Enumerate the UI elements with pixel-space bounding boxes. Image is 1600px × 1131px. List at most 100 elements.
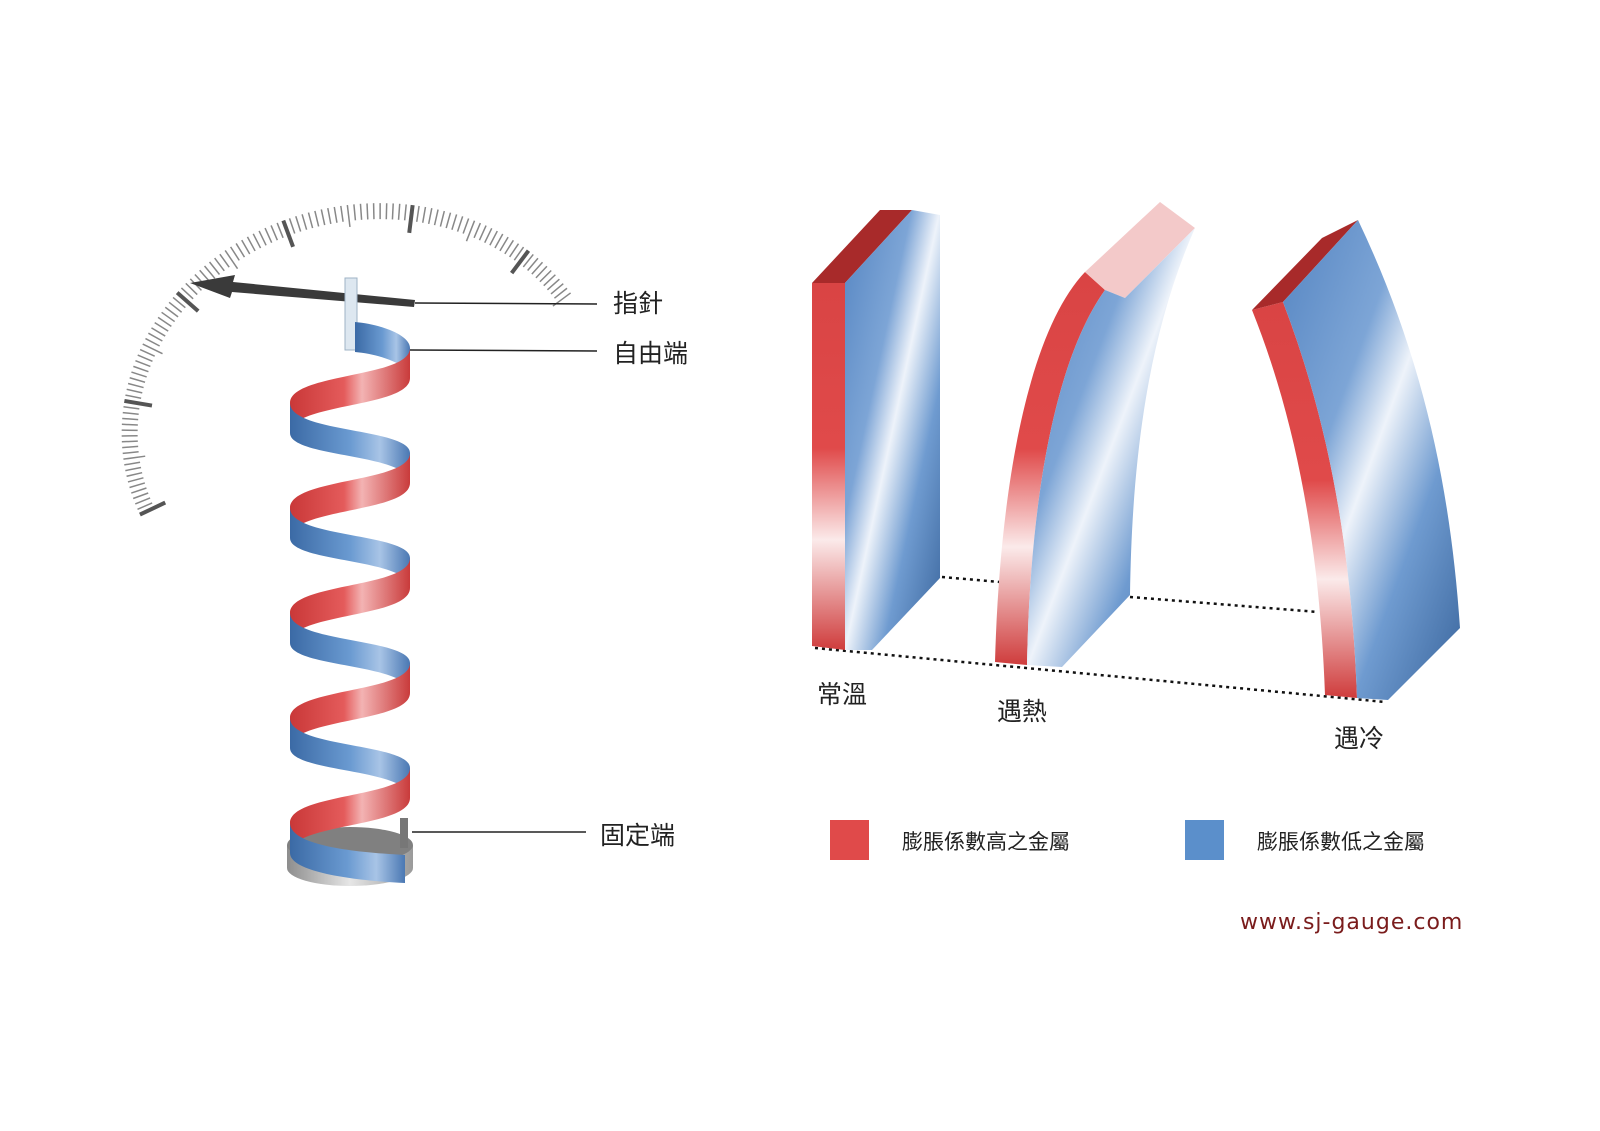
- leader-lines: [409, 302, 598, 833]
- gauge-tick: [129, 482, 146, 489]
- gauge-tick: [489, 230, 498, 246]
- gauge-tick: [151, 327, 166, 337]
- cooled-label: 遇冷: [1334, 724, 1385, 753]
- coil-band-low: [290, 403, 410, 483]
- gauge-tick: [276, 222, 284, 239]
- gauge-tick: [139, 500, 167, 517]
- gauge-tick: [397, 203, 401, 220]
- gauge-tick: [465, 220, 476, 242]
- gauge-tick: [134, 497, 151, 505]
- gauge-tick: [126, 471, 143, 478]
- gauge-tick: [473, 222, 482, 239]
- gauge-tick: [270, 225, 279, 241]
- coil-band-low: [290, 718, 410, 798]
- gauge-tick: [359, 203, 363, 220]
- gauge-tick: [295, 216, 302, 232]
- gauge-tick: [320, 209, 326, 226]
- gauge-tick: [546, 278, 560, 291]
- strip-cooled: [1252, 220, 1460, 700]
- gauge-tick: [522, 253, 534, 268]
- gauge-tick: [327, 207, 332, 224]
- gauge-tick: [333, 206, 338, 223]
- gauge-tick: [508, 243, 520, 258]
- gauge-tick: [127, 382, 144, 389]
- legend-label-low: 膨脹係數低之金屬: [1257, 830, 1425, 854]
- gauge-tick: [224, 250, 239, 270]
- coil-band-low: [290, 508, 410, 588]
- gauge-tick: [531, 261, 544, 275]
- gauge-tick: [456, 216, 464, 232]
- gauge-tick: [203, 265, 216, 279]
- gauge-tick: [185, 282, 198, 296]
- gauge-tick: [421, 206, 427, 223]
- gauge-tick: [451, 214, 458, 230]
- gauge-tick: [129, 377, 146, 383]
- gauge-tick: [407, 204, 415, 234]
- gauge-tick: [142, 343, 163, 355]
- gauge-tick: [139, 348, 156, 357]
- strip-normal: [812, 210, 940, 650]
- gauge-tick: [252, 233, 262, 249]
- legend-swatch-low: [1185, 820, 1224, 860]
- gauge-tick: [214, 257, 225, 272]
- gauge-tick: [391, 203, 394, 220]
- gauge-tick: [513, 246, 525, 261]
- gauge-tick: [133, 365, 149, 373]
- gauge-tick: [161, 311, 176, 323]
- gauge-tick: [288, 218, 296, 234]
- gauge-tick: [539, 269, 552, 283]
- gauge-tick: [126, 388, 143, 394]
- gauge-tick: [168, 301, 183, 313]
- coil-band-high: [290, 348, 410, 433]
- baseline-dotted: [814, 575, 1386, 704]
- gauge-tick: [478, 225, 487, 241]
- gauge-tick: [124, 398, 153, 408]
- coil-band-low: [290, 823, 405, 883]
- coil-band-high: [290, 558, 410, 643]
- gauge-tick: [172, 296, 186, 309]
- gauge-tick: [353, 204, 357, 221]
- bimetal-coil: [290, 322, 410, 883]
- gauge-tick: [346, 204, 351, 228]
- gauge-tick: [484, 227, 493, 243]
- gauge-tick: [427, 208, 433, 225]
- pointer-label: 指針: [613, 289, 664, 318]
- gauge-tick: [219, 253, 230, 268]
- gauge-tick: [131, 487, 147, 494]
- legend-swatch-high: [830, 820, 869, 860]
- gauge-tick: [157, 316, 172, 327]
- gauge-tick: [137, 354, 153, 362]
- gauge-tick: [510, 249, 531, 275]
- gauge-tick: [122, 411, 139, 416]
- gauge-tick: [121, 440, 138, 443]
- coil-band-high: [290, 453, 410, 538]
- gauge-tick: [281, 219, 295, 248]
- free-end-label: 自由端: [613, 339, 689, 368]
- gauge-tick: [122, 445, 139, 449]
- coil-band-high: [290, 663, 410, 748]
- gauge-tick: [366, 203, 369, 220]
- gauge-tick: [127, 477, 144, 483]
- coil-band-low: [355, 322, 410, 378]
- gauge-tick: [340, 205, 344, 222]
- gauge-tick: [543, 274, 556, 287]
- normal-temp-label: 常溫: [817, 680, 868, 709]
- gauge-tick: [553, 287, 568, 299]
- gauge-tick: [494, 233, 504, 249]
- gauge-tick: [301, 214, 308, 230]
- coil-band-high: [290, 768, 410, 853]
- gauge-tick: [535, 265, 548, 279]
- gauge-tick: [125, 394, 142, 399]
- gauge-tick: [439, 210, 446, 227]
- heated-label: 遇熱: [997, 697, 1048, 726]
- gauge-tick: [246, 236, 256, 252]
- gauge-tick: [122, 450, 139, 455]
- website-url: www.sj-gauge.com: [1240, 910, 1464, 935]
- gauge-tick: [307, 212, 314, 229]
- gauge-tick: [462, 218, 470, 234]
- fixed-end-label: 固定端: [600, 821, 676, 850]
- gauge-tick: [132, 492, 149, 500]
- gauge-tick: [403, 204, 407, 221]
- gauge-tick: [180, 287, 194, 300]
